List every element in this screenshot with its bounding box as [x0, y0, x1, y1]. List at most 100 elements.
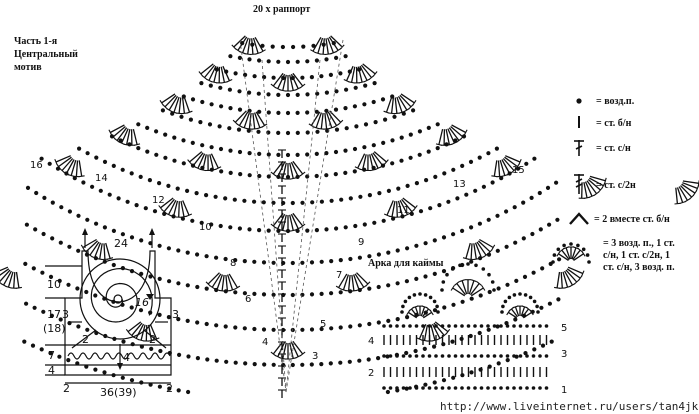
stitch-top — [234, 285, 241, 290]
chain-stitch-dot — [172, 158, 177, 163]
stitch-mark — [682, 182, 698, 190]
stitch-top — [239, 51, 246, 55]
stitch-mark — [499, 160, 506, 176]
stitch-mark — [461, 280, 468, 295]
stitch-mark — [394, 97, 398, 114]
chain-stitch-dot — [198, 120, 203, 125]
chain-stitch-dot — [261, 327, 267, 332]
row-number-10: 10 — [199, 222, 212, 233]
chain-stitch-dot — [200, 99, 205, 105]
chain-stitch-dot — [372, 81, 377, 86]
chain-stitch-dot — [157, 384, 162, 389]
stitch-top — [290, 357, 297, 360]
chain-stitch-dot — [72, 176, 77, 181]
edge-arch-dot — [481, 267, 486, 271]
chain-stitch-dot — [40, 270, 45, 275]
chain-stitch-dot — [190, 140, 195, 145]
chain-stitch-dot — [319, 326, 324, 332]
stitch-mark — [7, 271, 14, 288]
stitch-top — [5, 285, 12, 289]
chain-stitch-dot — [163, 155, 168, 160]
stitch-top — [299, 351, 306, 357]
chain-stitch-dot — [477, 330, 482, 336]
stitch-mark — [678, 186, 688, 201]
stitch-top — [462, 257, 469, 260]
schematic-inner-3-left: 3 — [62, 308, 69, 321]
chain-stitch-dot — [24, 222, 29, 227]
chain-stitch-dot — [358, 194, 363, 199]
chain-stitch-dot — [134, 203, 139, 208]
legend-label-sc: = ст. б/н — [596, 118, 632, 129]
chain-stitch-dot — [399, 158, 404, 163]
stitch-top — [241, 126, 248, 130]
chain-stitch-dot — [237, 89, 242, 94]
edge-chain — [499, 386, 503, 390]
chain-stitch-dot — [143, 206, 148, 211]
chain-stitch-dot — [243, 361, 248, 366]
chain-stitch-dot — [329, 259, 334, 264]
chain-stitch-dot — [334, 127, 340, 132]
chain-stitch-dot — [305, 228, 310, 233]
schematic-inner-2-right: 2 — [149, 333, 156, 346]
stitch-mark — [583, 181, 588, 198]
chain-stitch-dot — [386, 283, 391, 288]
chain-stitch-dot — [204, 254, 209, 259]
chain-stitch-dot — [243, 72, 248, 77]
edge-chain — [401, 324, 406, 328]
stitch-mark — [181, 97, 186, 114]
stitch-mark — [147, 324, 153, 341]
stitch-top — [574, 279, 580, 285]
edge-chain — [382, 354, 386, 358]
stitch-mark — [310, 111, 321, 126]
stitch-mark — [564, 270, 573, 286]
chain-stitch-dot — [223, 256, 228, 262]
row-number-16: 16 — [30, 160, 43, 171]
legend-label-sc2tog: = 2 вместе ст. б/н — [594, 214, 670, 225]
chain-stitch-dot — [24, 301, 29, 306]
stitch-mark — [0, 266, 9, 272]
spiral-arrow-icon — [90, 267, 153, 323]
chain-stitch-dot — [102, 225, 107, 230]
stitch-top — [597, 187, 603, 193]
chain-stitch-dot — [300, 75, 305, 80]
stitch-top — [274, 226, 281, 231]
chain-stitch-dot — [39, 347, 44, 352]
chain-stitch-dot — [486, 217, 491, 222]
stitch-top — [451, 141, 458, 145]
chain-stitch-dot — [314, 228, 319, 233]
chain-stitch-dot — [167, 279, 172, 284]
stitch-top — [692, 190, 698, 196]
stitch-top — [270, 351, 277, 357]
stitch-top — [491, 175, 498, 178]
stitch-mark — [586, 180, 598, 194]
edge-arch-dot — [400, 310, 404, 314]
arch-dot — [569, 242, 573, 246]
chain-stitch-dot — [418, 209, 424, 214]
edge-chain — [427, 354, 432, 358]
chain-stitch-dot — [295, 152, 300, 157]
chain-stitch-dot — [423, 382, 428, 387]
stitch-top — [515, 163, 520, 170]
stitch-mark — [420, 306, 426, 317]
chain-stitch-dot — [214, 358, 219, 363]
chain-stitch-dot — [353, 223, 358, 229]
chain-stitch-dot — [94, 221, 99, 226]
edge-chain — [395, 324, 399, 328]
stitch-mark — [164, 94, 177, 108]
edge-arch-dot — [435, 304, 439, 309]
stitch-top — [416, 337, 423, 341]
stitch-mark — [372, 152, 384, 166]
chain-stitch-dot — [34, 190, 39, 196]
stitch-top — [588, 194, 595, 198]
edge-chain — [395, 386, 399, 390]
chain-stitch-dot — [324, 108, 329, 113]
stitch-mark — [289, 342, 294, 359]
stitch-top — [244, 53, 251, 56]
stitch-mark — [253, 112, 261, 128]
chain-stitch-dot — [32, 305, 37, 310]
stitch-mark — [182, 200, 190, 216]
chain-stitch-dot — [247, 108, 252, 113]
stitch-mark — [220, 66, 226, 83]
edge-chain — [434, 324, 438, 328]
arch-dot — [576, 243, 580, 248]
